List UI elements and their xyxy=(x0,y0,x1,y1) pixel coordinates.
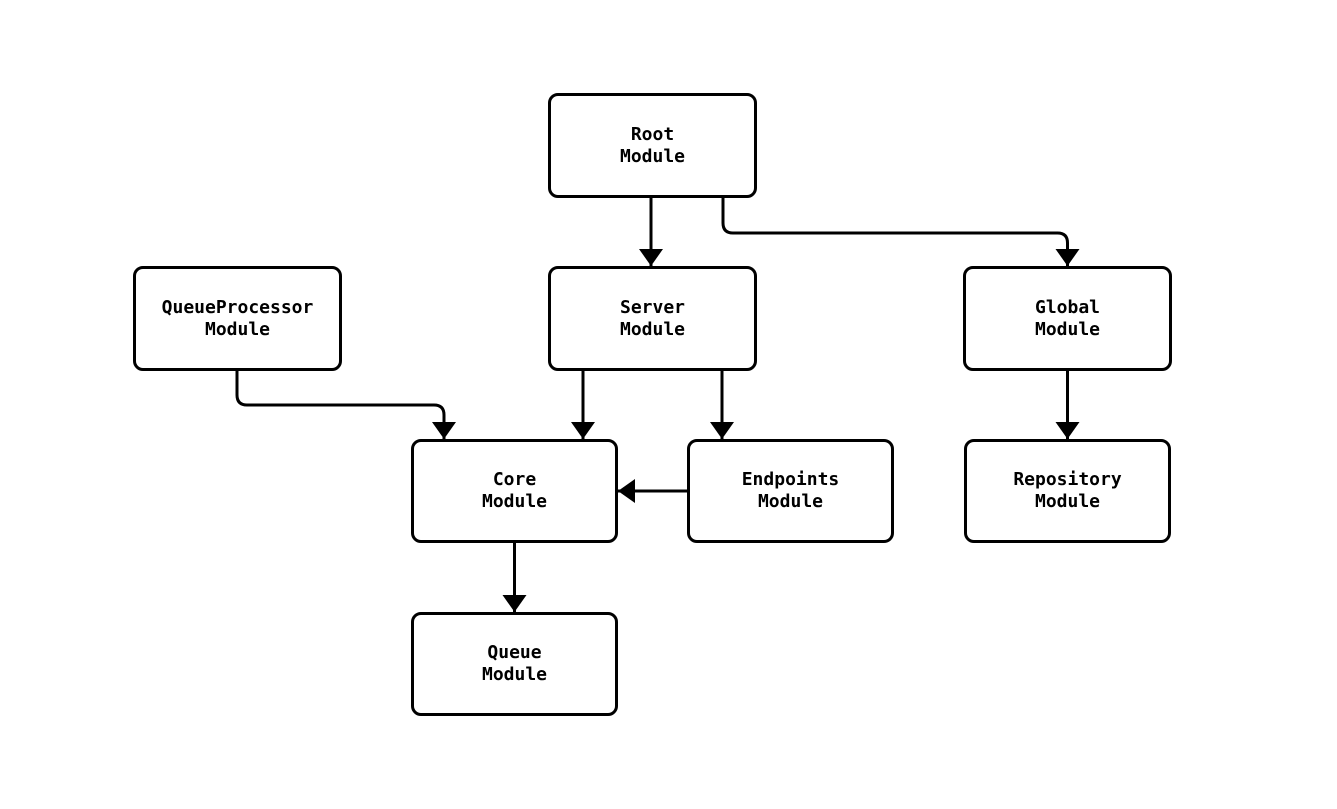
node-server-module: Server Module xyxy=(548,266,757,371)
node-repository-module: Repository Module xyxy=(964,439,1171,543)
node-root-module: Root Module xyxy=(548,93,757,198)
edge-queueprocessor-to-core xyxy=(235,371,456,439)
node-endpoints-module: Endpoints Module xyxy=(687,439,894,543)
node-queue-module: Queue Module xyxy=(411,612,618,716)
node-global-module: Global Module xyxy=(963,266,1172,371)
node-core-module: Core Module xyxy=(411,439,618,543)
edge-root-to-global xyxy=(721,198,1080,266)
node-queueprocessor-module: QueueProcessor Module xyxy=(133,266,342,371)
